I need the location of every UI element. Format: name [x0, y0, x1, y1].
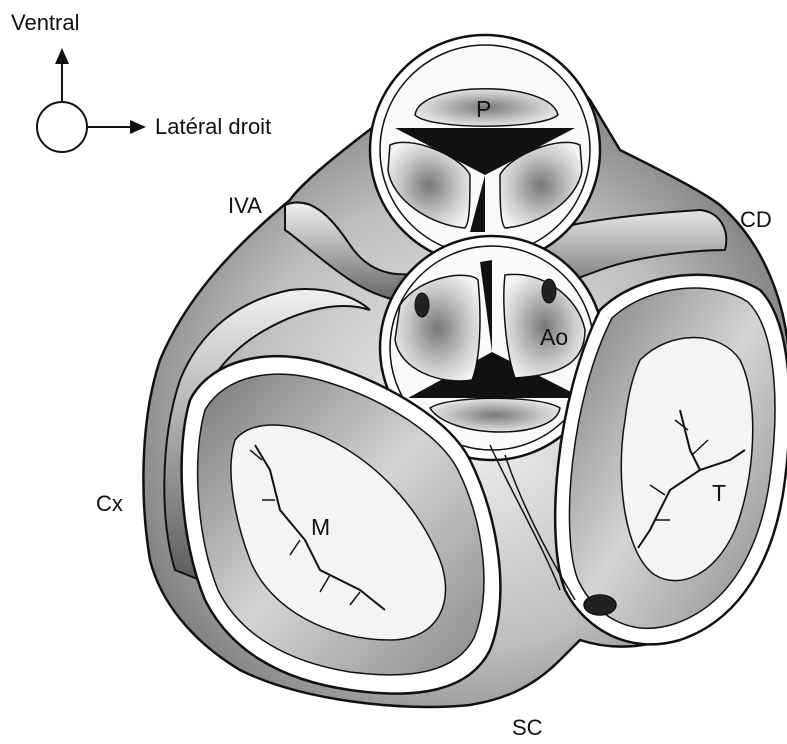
arrow-up-icon: [55, 48, 69, 64]
orientation-right-label: Latéral droit: [155, 116, 271, 138]
coronary-sinus-ostium: [584, 595, 616, 615]
left-coronary-ostium: [415, 293, 429, 317]
label-rca: CD: [740, 209, 772, 231]
label-circumflex: Cx: [96, 493, 123, 515]
label-coronary-sinus: SC: [512, 717, 543, 739]
label-tricuspid-valve: T: [712, 482, 726, 505]
label-pulmonary-valve: P: [476, 98, 491, 121]
label-lad: IVA: [228, 195, 262, 217]
orientation-indicator: [37, 48, 146, 152]
right-coronary-ostium: [542, 279, 556, 303]
label-aortic-valve: Ao: [540, 326, 568, 349]
orientation-up-label: Ventral: [11, 12, 80, 34]
label-mitral-valve: M: [311, 516, 330, 539]
arrow-right-icon: [130, 120, 146, 134]
tricuspid-valve: [555, 275, 787, 645]
pulmonary-valve: [370, 35, 600, 265]
